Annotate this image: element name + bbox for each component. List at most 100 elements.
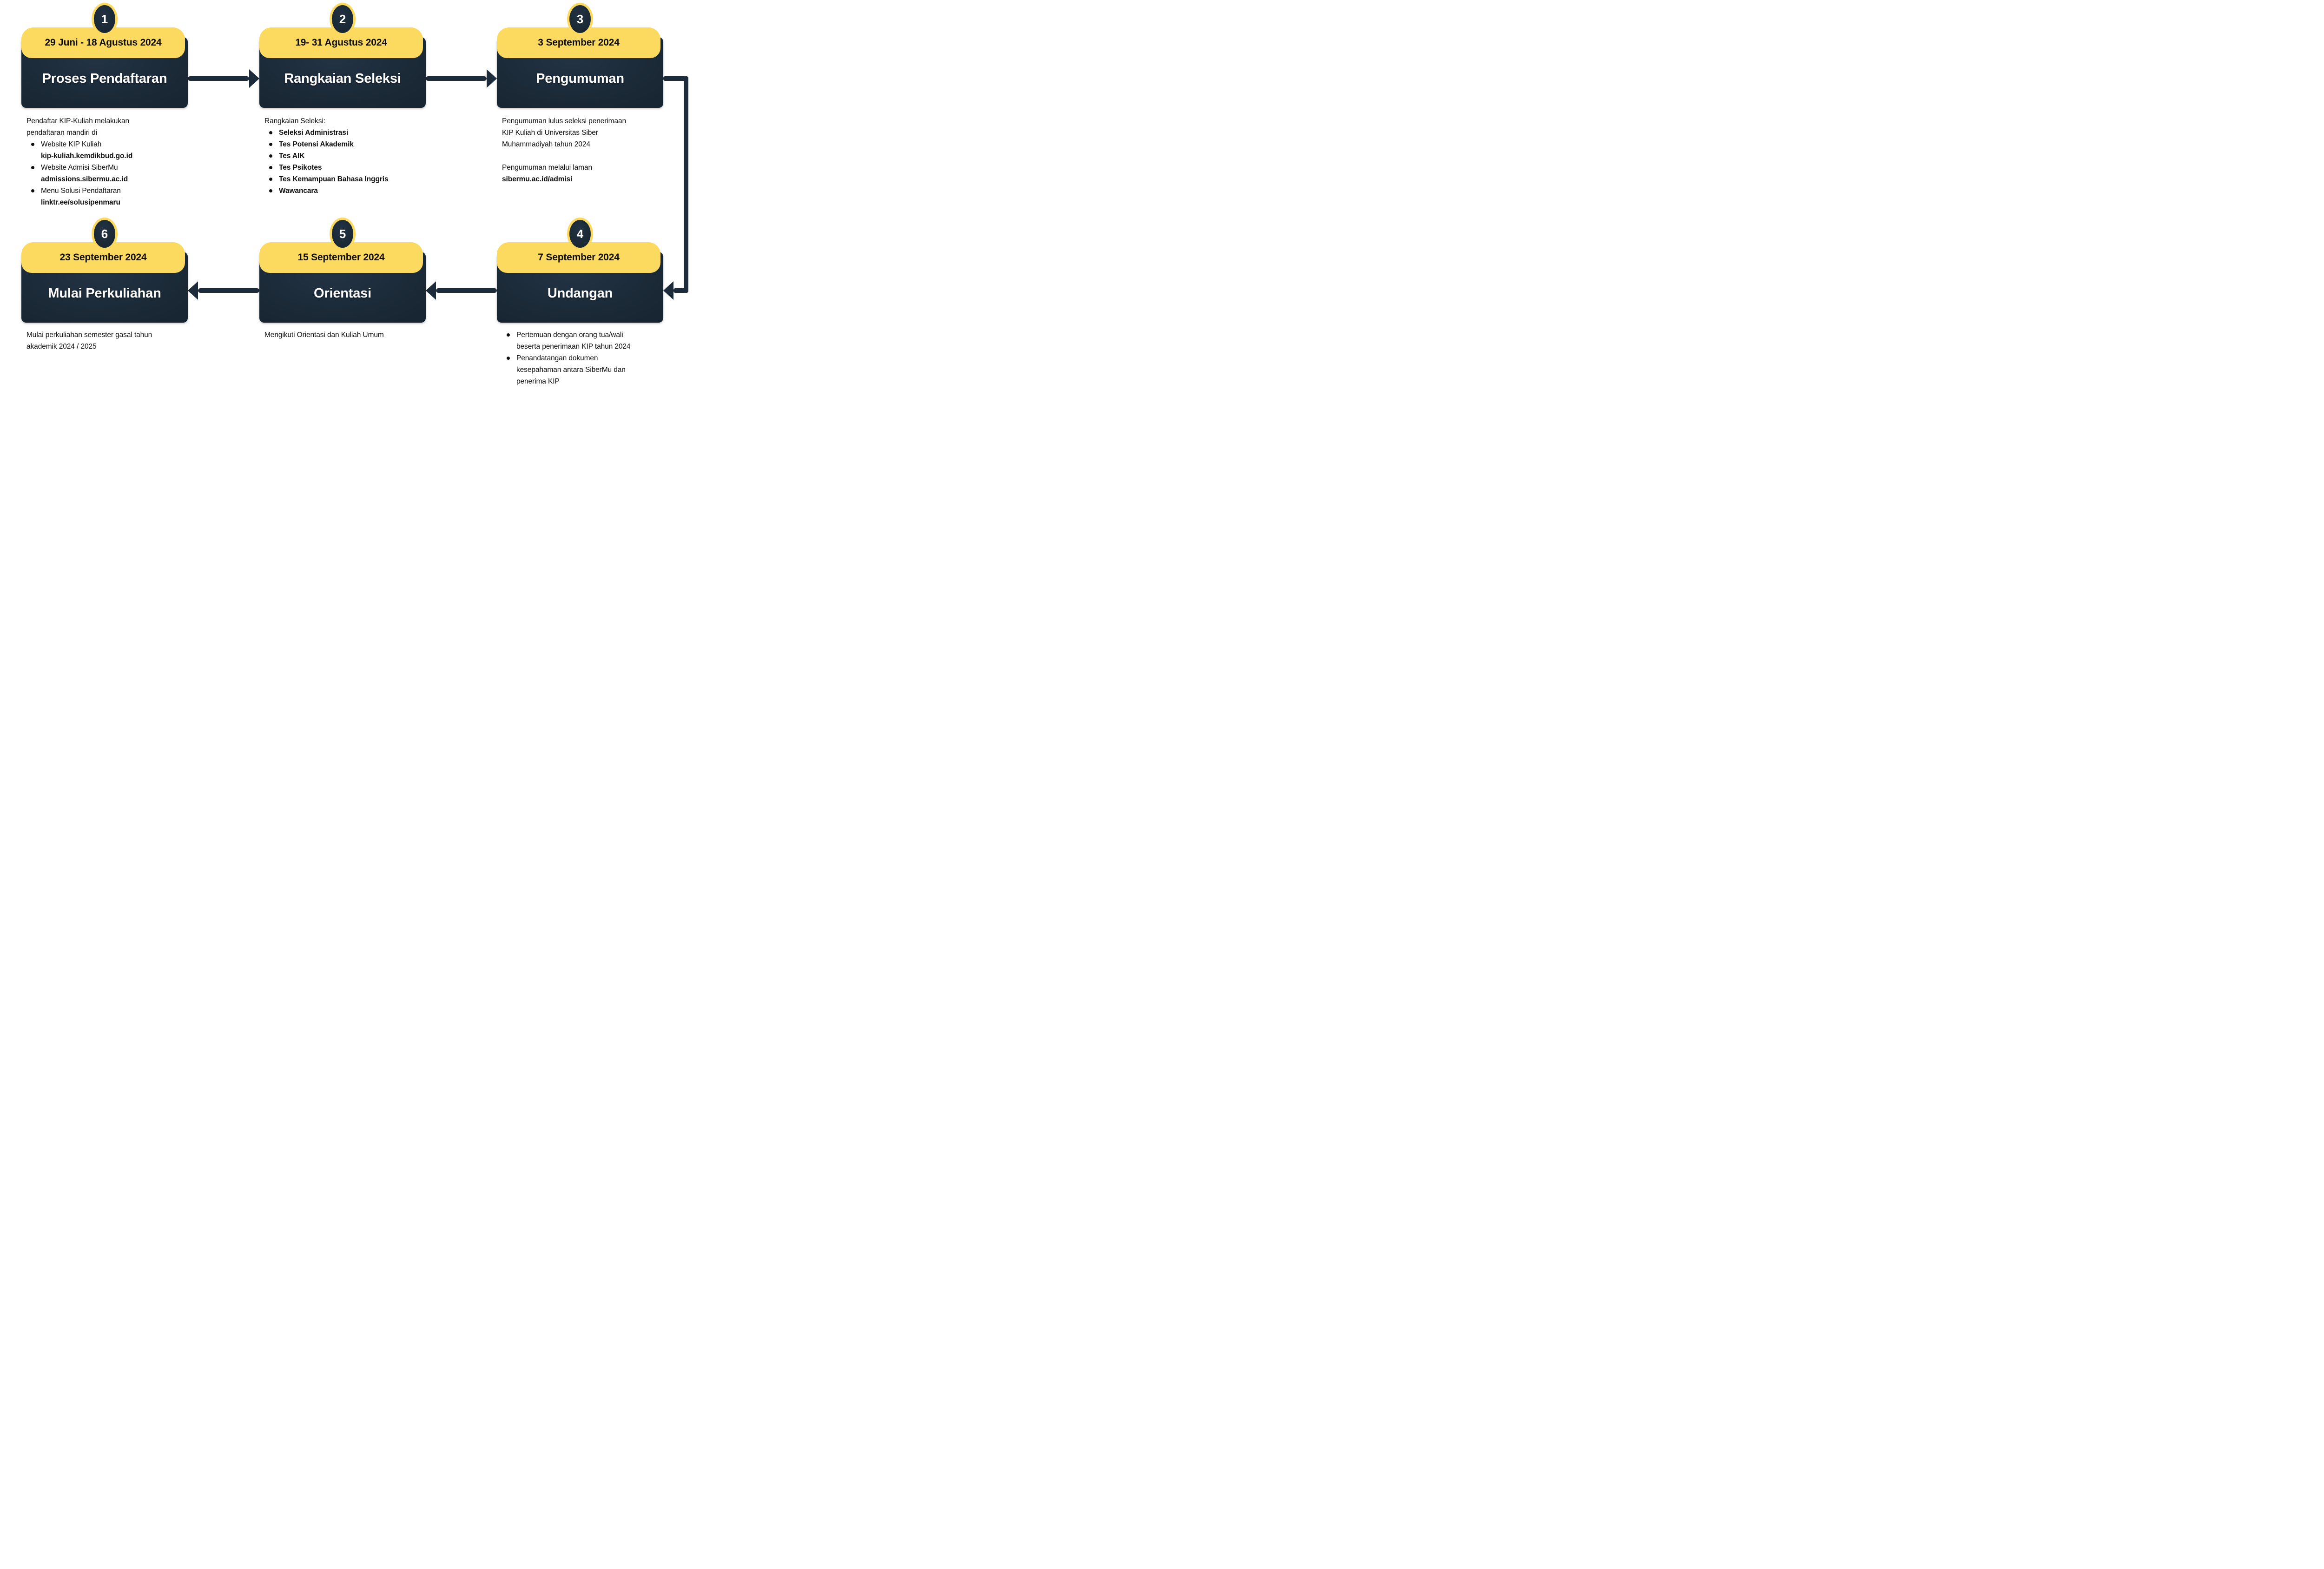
arrow-step4-to-step5 [436,288,497,293]
step-number: 6 [101,226,108,241]
step-number: 1 [101,12,108,26]
desc-line: Pengumuman lulus seleksi penerimaan [502,117,627,125]
bullet-body: Tes AIK [279,150,449,162]
step-number: 4 [576,226,584,241]
connector-step3-to-step4-vertical [684,76,688,293]
bullet-item: Tes AIK [264,150,449,162]
bullet-dot [269,154,272,158]
desc-paragraph: Mengikuti Orientasi dan Kuliah Umum [264,329,449,341]
desc-line-bold: admissions.sibermu.ac.id [41,175,128,183]
step-1-description: Pendaftar KIP-Kuliah melakukan pendaftara… [26,115,211,208]
desc-line: Tes Psikotes [279,164,322,172]
bullet-item: Seleksi Administrasi [264,127,449,139]
bullet-body: Wawancara [279,185,449,197]
connector-step3-top-stub [663,76,686,81]
connector-step4-bottom-stub [673,288,686,293]
step-date: 19- 31 Agustus 2024 [295,37,387,48]
desc-line: Pertemuan dengan orang tua/wali [516,331,623,339]
desc-line: Pengumuman melalui laman [502,164,593,172]
step-title: Pengumuman [536,71,624,86]
desc-paragraph: Mulai perkuliahan semester gasal tahun ak… [26,329,211,352]
desc-paragraph: Rangkaian Seleksi: [264,115,449,127]
step-date: 23 September 2024 [59,252,147,263]
step-title: Rangkaian Seleksi [284,71,401,86]
bullet-dot [269,131,272,134]
desc-line: Penandatangan dokumen [516,354,598,362]
desc-line: Website KIP Kuliah [41,140,102,148]
desc-line: KIP Kuliah di Universitas Siber [502,129,598,137]
bullet-item: Tes Potensi Akademik [264,139,449,150]
step-number-badge: 4 [567,218,593,250]
bullet-dot [31,166,34,169]
step-number-badge: 1 [92,3,118,35]
step-date-banner: 19- 31 Agustus 2024 [259,27,423,58]
desc-line: Pendaftar KIP-Kuliah melakukan [26,117,130,125]
desc-line-bold: linktr.ee/solusipenmaru [41,199,120,206]
bullet-dot [507,357,510,360]
bullet-item: Wawancara [264,185,449,197]
bullet-body: Tes Kemampuan Bahasa Inggris [279,173,449,185]
bullet-body: Pertemuan dengan orang tua/wali beserta p… [516,329,686,352]
step-date: 15 September 2024 [297,252,385,263]
step-6-description: Mulai perkuliahan semester gasal tahun ak… [26,329,211,352]
bullet-item: Website Admisi SiberMu admissions.sibermu… [26,162,211,185]
desc-line: Muhammadiyah tahun 2024 [502,140,590,148]
desc-line-bold: sibermu.ac.id/admisi [502,175,573,183]
arrow-step5-to-step6 [198,288,259,293]
step-title: Mulai Perkuliahan [48,285,161,301]
step-5-description: Mengikuti Orientasi dan Kuliah Umum [264,329,449,341]
desc-line: pendaftaran mandiri di [26,129,98,137]
desc-line: beserta penerimaan KIP tahun 2024 [516,343,631,351]
arrowhead-step2-to-step3 [487,69,497,88]
arrowhead-step3-to-step4 [663,281,673,300]
bullet-item: Tes Psikotes [264,162,449,173]
bullet-body: Seleksi Administrasi [279,127,449,139]
step-number-badge: 3 [567,3,593,35]
bullet-body: Tes Psikotes [279,162,449,173]
arrowhead-step5-to-step6 [188,281,198,300]
step-title: Undangan [547,285,613,301]
bullet-body: Website Admisi SiberMu admissions.sibermu… [41,162,211,185]
desc-line: akademik 2024 / 2025 [26,343,97,351]
step-title: Proses Pendaftaran [42,71,167,86]
step-number: 3 [576,12,584,26]
arrowhead-step1-to-step2 [249,69,259,88]
desc-line: Tes Kemampuan Bahasa Inggris [279,175,389,183]
desc-line: Mulai perkuliahan semester gasal tahun [26,331,152,339]
desc-line: Wawancara [279,187,318,195]
step-title: Orientasi [314,285,371,301]
step-number-badge: 2 [330,3,356,35]
bullet-dot [31,189,34,192]
desc-line: kesepahaman antara SiberMu dan [516,366,626,374]
desc-line: Tes AIK [279,152,305,160]
desc-line: Tes Potensi Akademik [279,140,354,148]
desc-line: Rangkaian Seleksi: [264,117,325,125]
bullet-item: Pertemuan dengan orang tua/wali beserta p… [502,329,686,352]
bullet-dot [507,333,510,337]
desc-line: Seleksi Administrasi [279,129,349,137]
step-number-badge: 5 [330,218,356,250]
desc-line: Mengikuti Orientasi dan Kuliah Umum [264,331,384,339]
step-date: 29 Juni - 18 Agustus 2024 [45,37,162,48]
step-4-description: Pertemuan dengan orang tua/wali beserta p… [502,329,686,387]
desc-line: penerima KIP [516,377,560,385]
step-number: 5 [339,226,346,241]
desc-paragraph: Pendaftar KIP-Kuliah melakukan pendaftara… [26,115,211,139]
bullet-dot [269,178,272,181]
step-number-badge: 6 [92,218,118,250]
step-number: 2 [339,12,346,26]
desc-line: Website Admisi SiberMu [41,164,118,172]
